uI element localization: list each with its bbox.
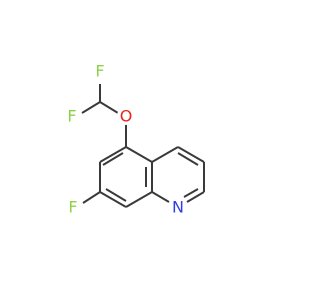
atom-labels: F F O F N [63, 62, 187, 217]
bond-c8-c8a [125, 191, 153, 208]
bond-c7-c8-inner [105, 188, 127, 202]
bond-c4a-c5 [125, 146, 153, 163]
bond-c4a-c4 [151, 146, 179, 163]
bonds [81, 84, 205, 208]
bond-c5-c6-inner [102, 152, 124, 166]
bond-cf-left [81, 101, 101, 114]
atom-f-ring: F [64, 198, 82, 217]
atom-o-label: O [120, 107, 133, 126]
bond-c4-c3-inner [177, 152, 199, 166]
atom-n: N [169, 198, 187, 217]
structure-diagram: F F O F N [63, 61, 205, 217]
bond-c2-n [186, 191, 205, 203]
bond-c7-c8 [99, 191, 127, 208]
bond-c2-n-inner [183, 188, 199, 198]
bond-c5-c6 [99, 146, 127, 163]
atom-f-left-label: F [67, 107, 76, 126]
bond-c-o [99, 101, 119, 114]
atom-o: O [117, 107, 135, 126]
atom-f-left: F [63, 107, 81, 126]
bond-c7-f [82, 191, 101, 204]
atom-n-label: N [172, 198, 184, 217]
atom-f-ring-label: F [68, 198, 77, 217]
bond-n-c8a [151, 191, 170, 203]
bond-c4-c3 [177, 146, 205, 163]
atom-f-top: F [91, 62, 109, 81]
atom-f-top-label: F [95, 62, 104, 81]
